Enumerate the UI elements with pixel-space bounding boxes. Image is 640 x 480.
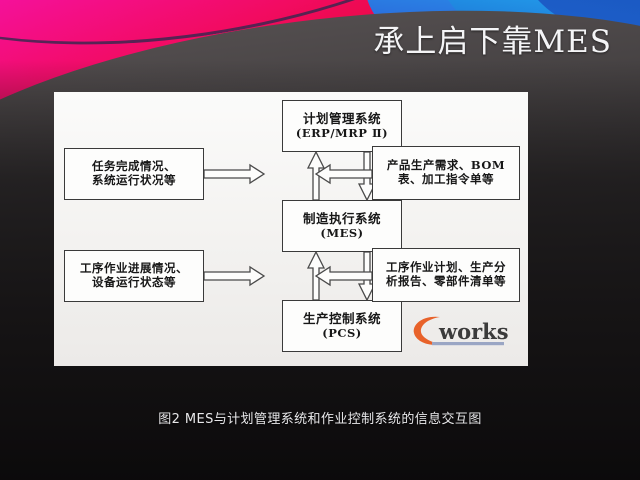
node-right-top-line2: 表、加工指令单等 [398, 172, 494, 186]
node-right-top-line1: 产品生产需求、BOM [386, 158, 506, 173]
figure-canvas: 计划管理系统 (ERP/MRP Ⅱ) 制造执行系统 (MES) 生产控制系统 (… [54, 92, 528, 366]
arrow-left-top-to-center [203, 163, 266, 185]
eworks-underline [432, 342, 504, 346]
diagram-node-plan-system: 计划管理系统 (ERP/MRP Ⅱ) [282, 100, 402, 152]
slide-title: 承上启下靠MES [373, 24, 612, 60]
arrow-pcs-to-mes [306, 250, 326, 301]
node-right-bottom-line2: 析报告、零部件清单等 [386, 274, 506, 288]
eworks-wordmark: works [438, 319, 509, 344]
arrow-left-bottom-to-center [203, 265, 266, 287]
node-plan-line1: 计划管理系统 [302, 110, 381, 126]
diagram-node-left-bottom: 工序作业进展情况、 设备运行状态等 [64, 250, 204, 302]
node-pcs-line1: 生产控制系统 [302, 310, 381, 326]
node-mes-line2: (MES) [320, 225, 364, 240]
node-plan-line2: (ERP/MRP Ⅱ) [295, 125, 389, 140]
node-right-bottom-line1: 工序作业计划、生产分 [386, 260, 506, 275]
eworks-logo: works [406, 308, 518, 352]
figure-caption: 图2 MES与计划管理系统和作业控制系统的信息交互图 [158, 412, 482, 427]
figure-image-panel: 计划管理系统 (ERP/MRP Ⅱ) 制造执行系统 (MES) 生产控制系统 (… [54, 92, 528, 366]
diagram-node-mes-system: 制造执行系统 (MES) [282, 200, 402, 252]
node-left-top-line1: 任务完成情况、 [92, 159, 176, 174]
arrow-right-bottom-to-center [314, 265, 373, 287]
node-mes-line1: 制造执行系统 [302, 210, 381, 226]
arrow-mes-to-plan [306, 150, 326, 201]
eworks-e-swoosh [413, 316, 442, 345]
diagram-node-left-top: 任务完成情况、 系统运行状况等 [64, 148, 204, 200]
diagram-node-pcs-system: 生产控制系统 (PCS) [282, 300, 402, 352]
node-left-bottom-line1: 工序作业进展情况、 [80, 261, 188, 276]
diagram-node-right-top: 产品生产需求、BOM 表、加工指令单等 [372, 146, 520, 200]
arrow-right-top-to-center [314, 163, 373, 185]
node-pcs-line2: (PCS) [322, 325, 362, 340]
node-left-top-line2: 系统运行状况等 [92, 173, 176, 187]
node-left-bottom-line2: 设备运行状态等 [92, 275, 176, 289]
diagram-node-right-bottom: 工序作业计划、生产分 析报告、零部件清单等 [372, 248, 520, 302]
